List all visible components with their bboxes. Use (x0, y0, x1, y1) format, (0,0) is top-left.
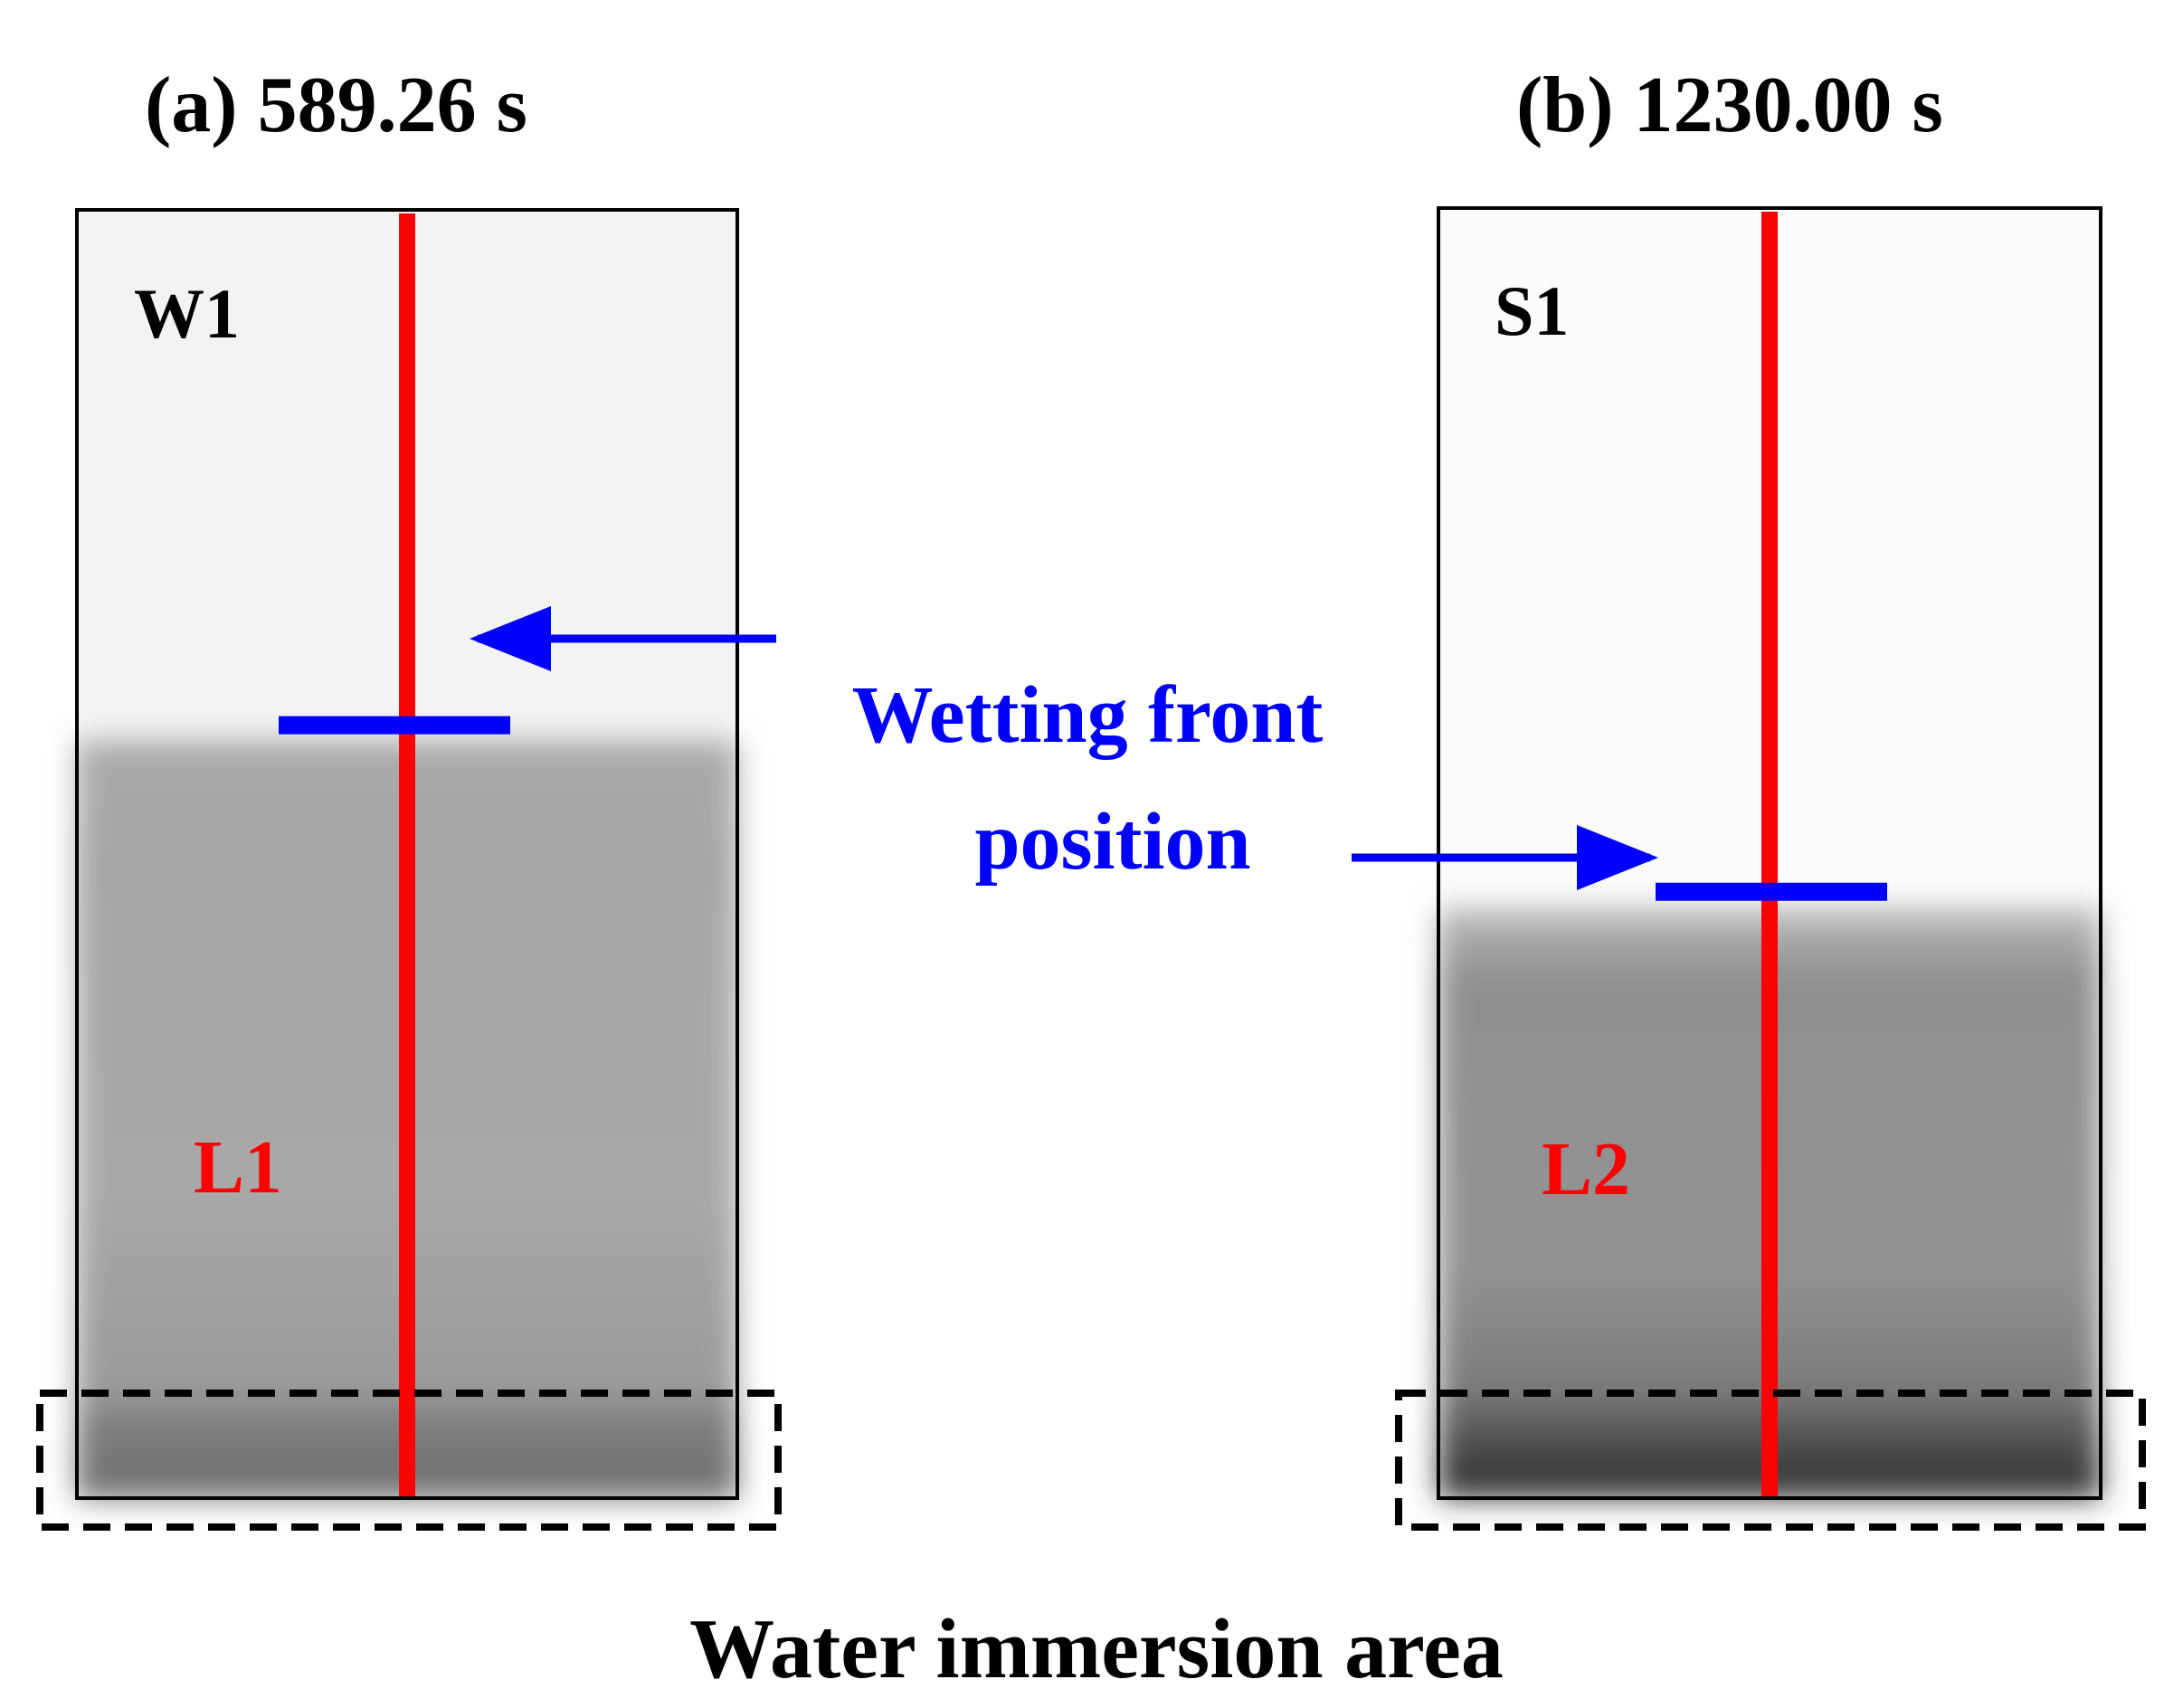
panel-b-image: S1 L2 (1395, 206, 2146, 1531)
panel-b-title: (b) 1230.00 s (1516, 62, 1943, 149)
panel-a-line-label: L1 (194, 1125, 282, 1210)
panel-a-image: W1 L1 (36, 208, 782, 1531)
panel-a-title: (a) 589.26 s (145, 62, 527, 149)
panel-b-line-label: L2 (1542, 1127, 1630, 1211)
wetting-front-label-line1: Wetting front (852, 670, 1324, 760)
panel-b-specimen-label: S1 (1495, 271, 1569, 350)
panel-a-specimen-label: W1 (134, 274, 240, 353)
water-immersion-label: Water immersion area (689, 1602, 1504, 1696)
panel-a-immersion-box (36, 1390, 782, 1531)
wetting-front-label-line2: position (974, 797, 1250, 887)
panel-b-immersion-box (1395, 1390, 2146, 1531)
